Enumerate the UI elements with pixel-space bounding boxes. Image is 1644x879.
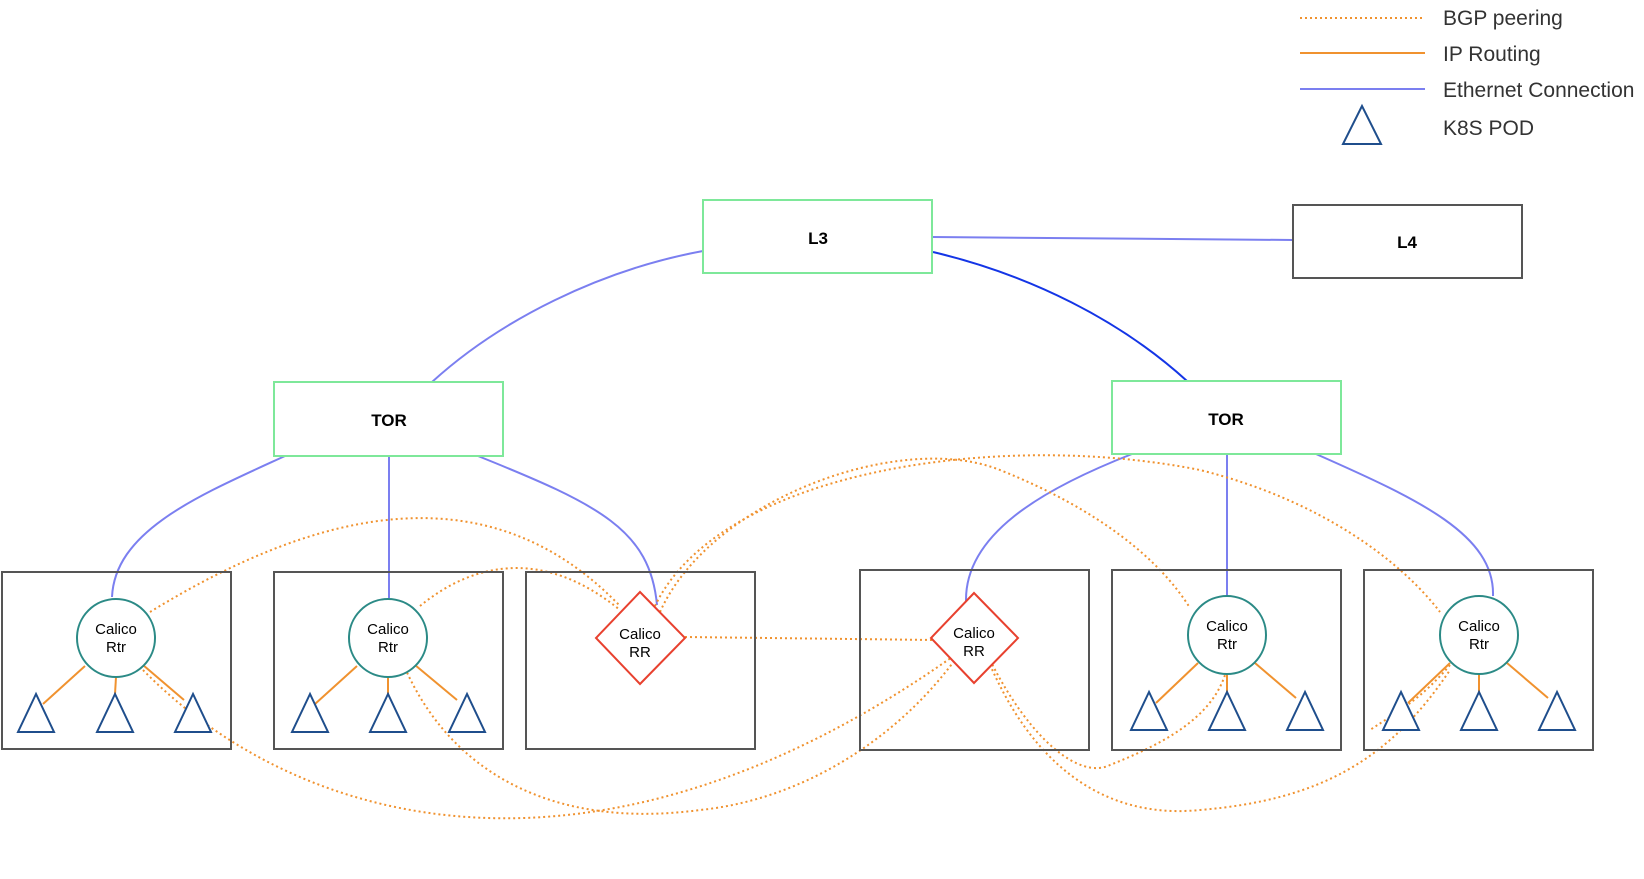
link-l3-tor-right [932, 251, 1188, 382]
host-boxes [1, 569, 1594, 751]
svg-text:Rtr: Rtr [1469, 636, 1489, 653]
legend-bgp-label: BGP peering [1443, 7, 1563, 30]
calico-rr-2[interactable]: Calico RR [929, 591, 1020, 685]
tor-left-switch[interactable]: TOR [273, 381, 504, 457]
legend-pod-icon [1341, 103, 1383, 145]
svg-text:Rtr: Rtr [378, 639, 398, 656]
svg-text:RR: RR [963, 643, 985, 660]
svg-text:Rtr: Rtr [1217, 636, 1237, 653]
svg-text:Rtr: Rtr [106, 639, 126, 656]
svg-text:Calico: Calico [953, 625, 995, 642]
svg-text:RR: RR [629, 644, 651, 661]
legend-ip-label: IP Routing [1443, 43, 1541, 66]
k8s-pods [16, 689, 1577, 733]
calico-rr-1[interactable]: Calico RR [594, 590, 687, 686]
legend-pod-label: K8S POD [1443, 117, 1534, 140]
link-l3-l4 [931, 236, 1294, 241]
legend-eth-label: Ethernet Connection [1443, 79, 1634, 102]
link-l3-tor-left [431, 250, 704, 383]
calico-router-6[interactable]: Calico Rtr [1439, 595, 1519, 675]
ip-routing-links [42, 662, 1549, 705]
svg-text:L4: L4 [1397, 233, 1417, 252]
svg-text:TOR: TOR [1208, 410, 1244, 429]
calico-router-1[interactable]: Calico Rtr [76, 598, 156, 678]
ethernet-links [111, 236, 1495, 606]
l4-switch[interactable]: L4 [1292, 204, 1523, 279]
svg-text:L3: L3 [808, 229, 828, 248]
svg-text:TOR: TOR [371, 411, 407, 430]
link-torr-host6 [1315, 453, 1495, 597]
calico-router-5[interactable]: Calico Rtr [1187, 595, 1267, 675]
svg-text:Calico: Calico [1458, 618, 1500, 635]
link-torl-rr1 [477, 455, 658, 606]
legend: BGP peering IP Routing Ethernet Connecti… [1300, 7, 1634, 145]
svg-text:Calico: Calico [1206, 618, 1248, 635]
calico-router-2[interactable]: Calico Rtr [348, 598, 428, 678]
link-torr-rr2 [964, 453, 1133, 602]
tor-right-switch[interactable]: TOR [1111, 380, 1342, 455]
svg-text:Calico: Calico [619, 626, 661, 643]
svg-text:Calico: Calico [95, 621, 137, 638]
l3-switch[interactable]: L3 [702, 199, 933, 274]
svg-text:Calico: Calico [367, 621, 409, 638]
link-torl-host1 [111, 455, 286, 598]
